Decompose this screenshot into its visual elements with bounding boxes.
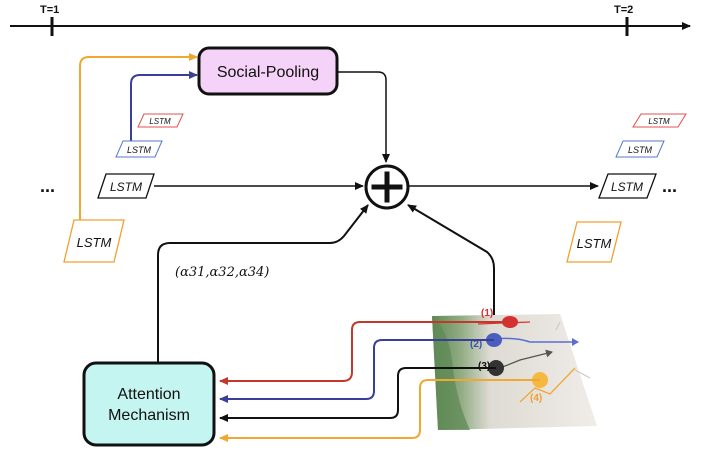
timeline-label-t2: T=2 xyxy=(614,4,633,16)
lstm-small-red-right: LSTM xyxy=(632,113,687,128)
pooling-to-sum-arrow xyxy=(337,71,390,163)
svg-text:LSTM: LSTM xyxy=(77,235,112,250)
lstm-small-blue-left: LSTM xyxy=(115,140,163,158)
attention-to-sum-arrow xyxy=(157,204,369,362)
svg-text:LSTM: LSTM xyxy=(149,117,171,126)
agent3-to-attention-arrow xyxy=(219,367,496,422)
attention-mechanism-label-line1: Attention xyxy=(117,386,180,403)
attention-weights-label: (α31,α32,α34) xyxy=(175,265,269,280)
lstm-orange-right: LSTM xyxy=(566,221,622,263)
blue-lstm-to-pooling-arrow xyxy=(130,71,198,141)
lstm-small-red-left: LSTM xyxy=(137,113,184,128)
attention-mechanism-label-line2: Mechanism xyxy=(108,407,190,424)
svg-text:LSTM: LSTM xyxy=(648,117,670,126)
lstm-main-left: LSTM xyxy=(97,173,155,199)
ellipsis-right: ... xyxy=(662,176,677,196)
agent4-to-attention-arrow xyxy=(219,379,540,442)
svg-text:LSTM: LSTM xyxy=(611,180,643,194)
svg-text:LSTM: LSTM xyxy=(577,236,612,251)
agent4-trajectory xyxy=(519,367,576,403)
ellipsis-left: ... xyxy=(40,176,55,196)
orange-lstm-to-pooling-arrow xyxy=(79,53,198,220)
agent3-to-sum-arrow xyxy=(407,204,495,365)
agent1-to-attention-arrow xyxy=(219,321,510,385)
scene-image xyxy=(432,314,597,430)
social-pooling-label: Social-Pooling xyxy=(217,64,319,81)
agent4-label: (4) xyxy=(530,393,542,404)
lstm-main-right: LSTM xyxy=(598,173,657,199)
svg-text:LSTM: LSTM xyxy=(127,145,152,155)
lstm-orange-left: LSTM xyxy=(63,219,125,263)
social-pooling-box xyxy=(197,46,339,96)
timeline-label-t1: T=1 xyxy=(40,4,59,16)
svg-text:LSTM: LSTM xyxy=(110,180,142,194)
agent3-trajectory xyxy=(499,349,553,369)
svg-text:LSTM: LSTM xyxy=(628,145,653,155)
attention-mechanism-box xyxy=(82,361,216,447)
agent3-label: (3) xyxy=(478,361,490,372)
agent2-label: (2) xyxy=(470,339,482,350)
agent2-to-attention-arrow xyxy=(219,339,494,403)
plus-icon xyxy=(371,171,403,203)
agent1-label: (1) xyxy=(481,308,493,319)
lstm-small-blue-right: LSTM xyxy=(615,140,665,158)
